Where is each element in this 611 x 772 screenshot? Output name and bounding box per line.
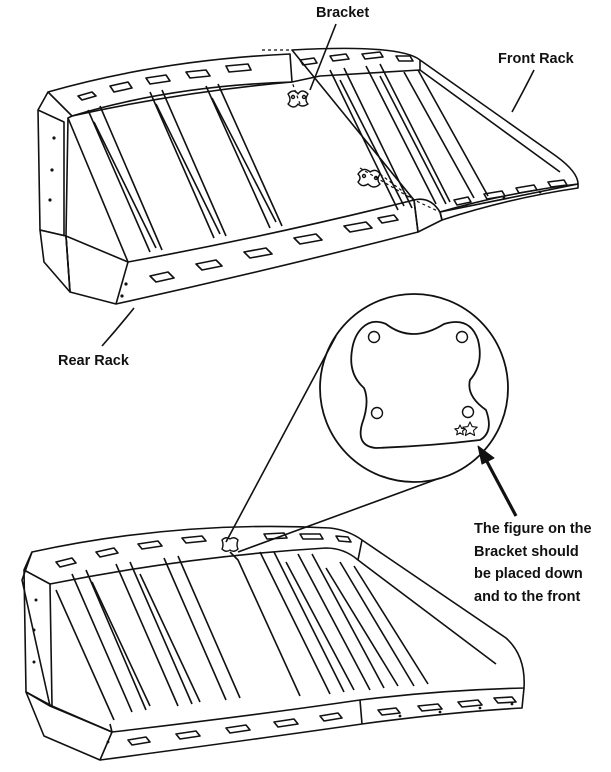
bracket-leader xyxy=(309,23,337,91)
note-line: Bracket should xyxy=(474,543,579,560)
bracket-hole-br xyxy=(461,405,475,419)
rear-rack-leader xyxy=(101,307,135,347)
bracket-part xyxy=(287,90,381,188)
note-line: and to the front xyxy=(474,588,581,605)
magnifier-circle xyxy=(319,293,509,483)
bracket-label: Bracket xyxy=(316,5,370,21)
bracket-hole-tr xyxy=(455,330,469,344)
front-rack-label: Front Rack xyxy=(498,51,574,67)
callout-line-right xyxy=(237,477,441,553)
note-line: The figure on the xyxy=(474,521,592,537)
bracket-hole-tl xyxy=(367,330,381,344)
rear-rack-label: Rear Rack xyxy=(58,353,129,369)
top-rack-assembly xyxy=(37,23,579,347)
note-line: be placed down xyxy=(474,566,583,582)
bottom-rack-assembly xyxy=(21,525,525,761)
bracket-installed xyxy=(221,537,239,552)
bracket-detail-callout xyxy=(225,293,518,553)
placement-note: The figure on the Bracket should be plac… xyxy=(474,518,609,608)
bracket-hole-bl xyxy=(370,406,384,420)
bracket-enlarged xyxy=(350,320,490,449)
front-rack-top xyxy=(291,47,579,233)
rear-rack-top xyxy=(37,53,419,305)
pointer-arrow xyxy=(482,455,518,517)
callout-line-left xyxy=(225,335,337,543)
star-pair-icon xyxy=(454,421,478,437)
front-rack-leader xyxy=(511,69,535,113)
